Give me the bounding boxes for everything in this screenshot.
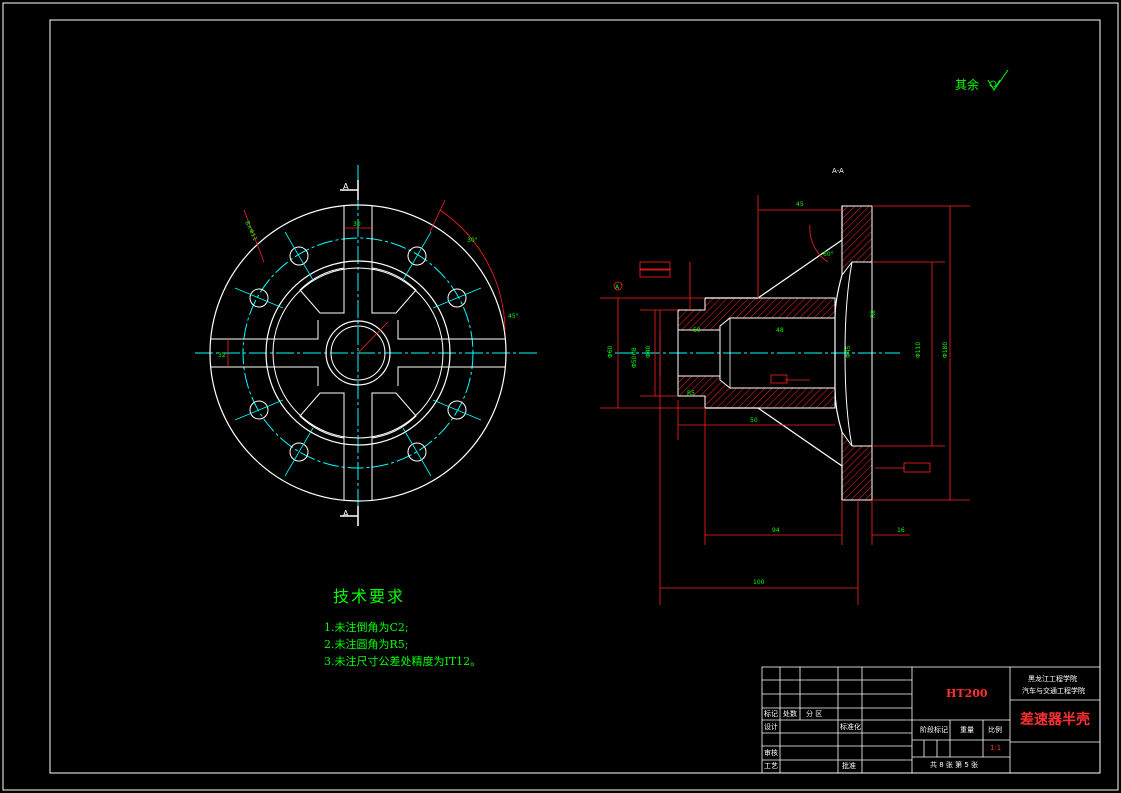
- tb-process: 工艺: [764, 762, 778, 770]
- svg-text:R8: R8: [870, 310, 877, 318]
- tb-sheets: 共 8 张 第 5 张: [930, 761, 979, 769]
- svg-text:8×Φ11: 8×Φ11: [243, 220, 258, 242]
- svg-text:50: 50: [750, 417, 758, 424]
- svg-text:30°: 30°: [467, 237, 478, 244]
- material-label: HT200: [946, 687, 988, 700]
- tb-design: 设计: [764, 723, 778, 731]
- tb-weight: 重量: [960, 726, 974, 734]
- title-block: [761, 666, 1101, 774]
- svg-text:30: 30: [353, 221, 361, 228]
- part-name: 差速器半壳: [1020, 712, 1090, 728]
- tech-requirement-3: 3.未注尺寸公差处精度为IT12。: [324, 655, 482, 668]
- school-line-1: 黑龙江工程学院: [1028, 675, 1077, 683]
- tech-requirement-1: 1.未注倒角为C2;: [324, 621, 409, 634]
- svg-text:16: 16: [897, 527, 905, 534]
- svg-text:50: 50: [693, 327, 701, 334]
- svg-text:94: 94: [772, 527, 780, 534]
- inner-border: [49, 19, 1101, 774]
- section-mark-bottom: A: [343, 509, 349, 518]
- svg-text:Φ110: Φ110: [915, 342, 922, 358]
- svg-text:A: A: [615, 284, 620, 291]
- svg-text:45°: 45°: [508, 313, 519, 320]
- svg-text:R5: R5: [687, 390, 695, 397]
- svg-text:Φ60: Φ60: [607, 345, 614, 358]
- tb-scale-value: 1:1: [990, 744, 1002, 752]
- svg-text:45: 45: [796, 201, 804, 208]
- tb-scale: 比例: [988, 726, 1002, 734]
- roughness-symbol: [987, 69, 1009, 91]
- tb-count: 处数: [783, 710, 797, 718]
- tb-stage-mark: 阶段标记: [920, 726, 948, 734]
- svg-text:100: 100: [753, 579, 765, 586]
- tb-approve: 批准: [842, 762, 856, 770]
- tb-mark: 标记: [764, 710, 778, 718]
- section-view: 45 60° 48 50 94 100 16 50 R5 Φ60 Φ50H8 Φ…: [600, 195, 970, 605]
- tech-requirement-2: 2.未注圆角为R5;: [324, 638, 409, 651]
- roughness-circle: [989, 80, 997, 88]
- tb-zone: 分 区: [806, 710, 823, 718]
- svg-text:Φ45: Φ45: [845, 345, 852, 358]
- section-mark-top: A: [343, 182, 349, 191]
- roughness-note: 其余: [955, 78, 980, 92]
- school-line-2: 汽车与交通工程学院: [1022, 687, 1085, 695]
- svg-text:60°: 60°: [823, 251, 834, 258]
- svg-text:Φ180: Φ180: [942, 342, 949, 358]
- front-view: 30 32 30° 45° 8×Φ11: [195, 165, 540, 526]
- tb-standardization: 标准化: [840, 723, 861, 731]
- svg-text:Φ40: Φ40: [645, 345, 652, 358]
- tech-requirements-title: 技术要求: [333, 587, 406, 606]
- svg-text:32: 32: [218, 352, 226, 359]
- svg-text:48: 48: [776, 327, 784, 334]
- section-view-label: A-A: [832, 167, 844, 175]
- tb-review: 审核: [764, 749, 778, 757]
- svg-text:Φ50H8: Φ50H8: [631, 347, 638, 368]
